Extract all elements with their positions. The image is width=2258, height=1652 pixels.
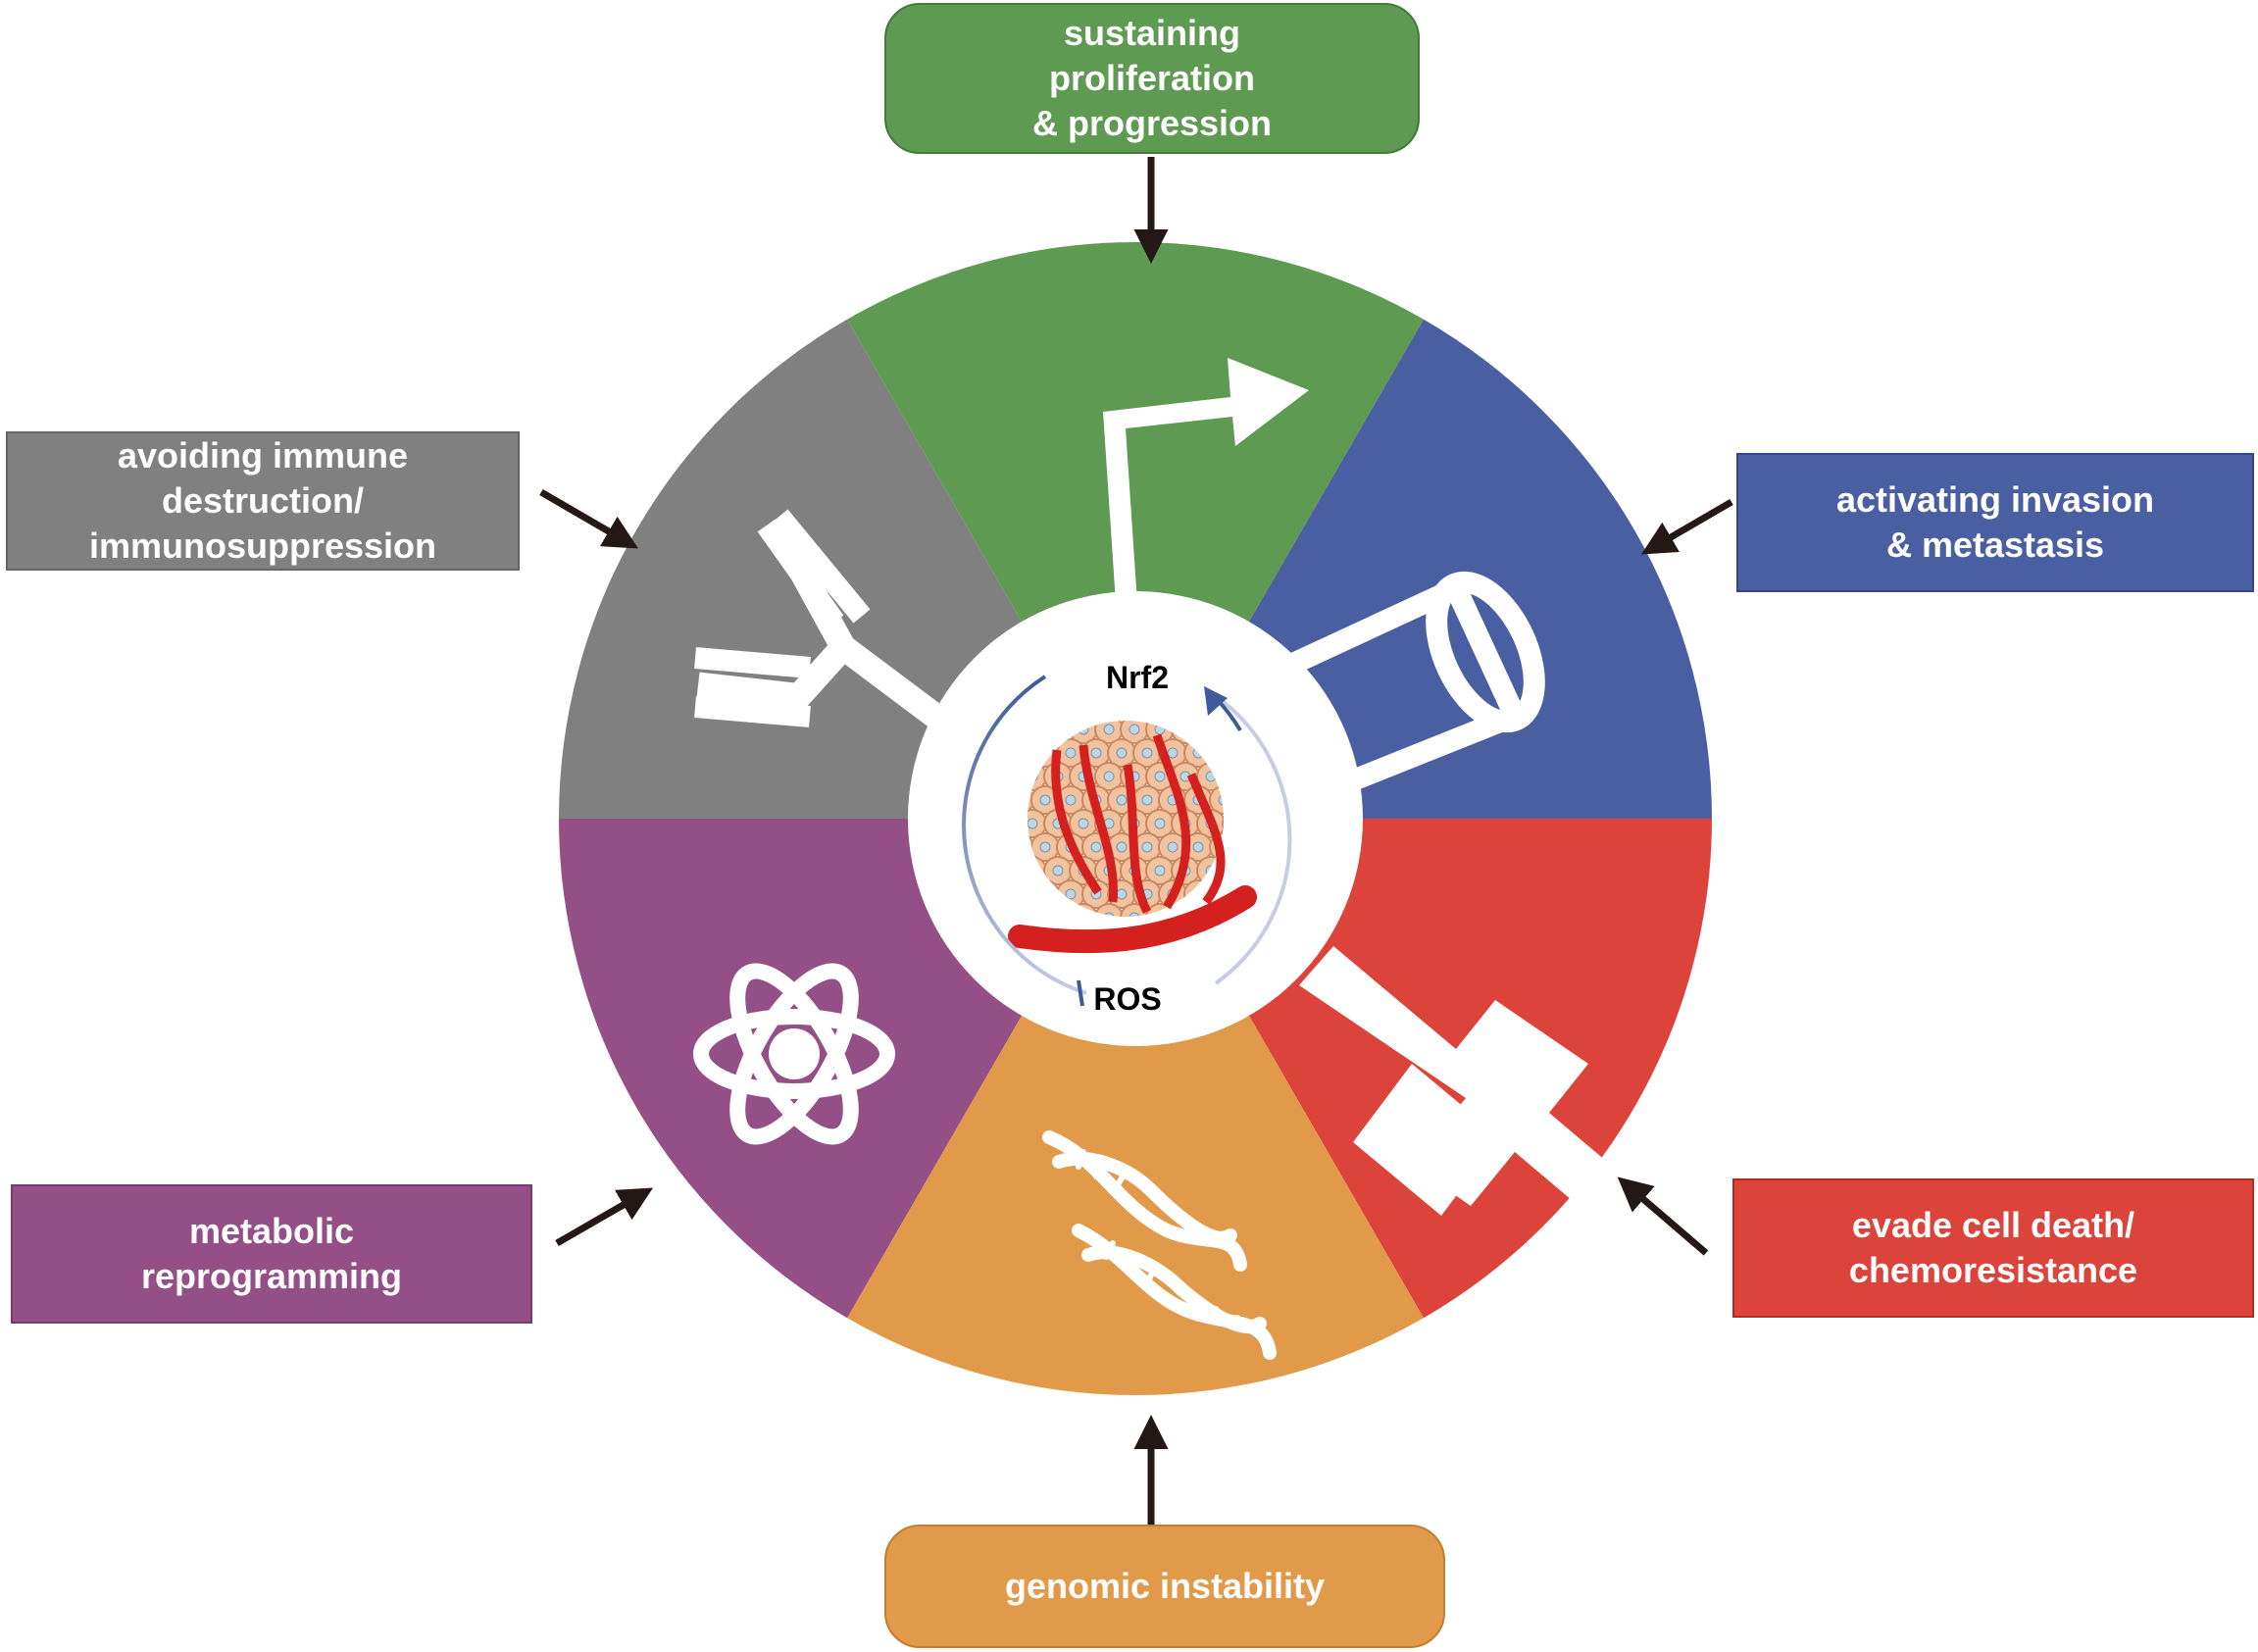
antibody-icon [694, 509, 999, 769]
label-cell-death: evade cell death/ chemoresistance [1732, 1178, 2254, 1318]
cross-icon [1299, 946, 1613, 1216]
tumor-cell-nucleus [1141, 794, 1153, 806]
ros-label: ROS [1093, 981, 1161, 1017]
tumor-cell-nucleus [1116, 747, 1128, 759]
tumor-cell [1209, 785, 1224, 815]
tumor-cell-nucleus [1154, 771, 1166, 782]
tumor-cell-nucleus [1103, 771, 1115, 782]
label-genomic-text: genomic instability [1004, 1566, 1326, 1606]
tumor-cell-nucleus [1116, 794, 1128, 806]
cycle-arrowhead [1204, 686, 1228, 716]
tube-icon [1245, 571, 1545, 805]
label-immune: avoiding immune destruction/ immunosuppr… [6, 431, 520, 571]
sector-genomic [847, 819, 1424, 1395]
tumor-cell-nucleus [1116, 841, 1128, 853]
label-metabolic: metabolic reprogramming [11, 1184, 532, 1324]
label-genomic: genomic instability [884, 1525, 1445, 1648]
tumor-cell-nucleus [1090, 747, 1102, 759]
tumor-cell-nucleus [1078, 818, 1089, 829]
tumor-cell-nucleus [1090, 841, 1102, 853]
arrow-cell-death [1617, 1176, 1709, 1256]
connector-arrows [539, 157, 1733, 1525]
tumor-cell [1094, 903, 1124, 917]
tumor-cell-nucleus [1039, 794, 1051, 806]
tumor-cell-nucleus [1218, 794, 1224, 806]
tumor-cell-nucleus [1065, 794, 1077, 806]
atom-icon [693, 963, 895, 1145]
tumor-cell-nucleus [1167, 747, 1179, 759]
label-metabolic-text: metabolic reprogramming [140, 1211, 403, 1296]
tumor-cell-nucleus [1129, 912, 1140, 917]
tumor-cell-nucleus [1154, 818, 1166, 829]
inhibition-bar [1077, 979, 1084, 1007]
nrf2-ros-cycle: Nrf2 ROS [962, 660, 1292, 1017]
label-proliferation: sustaining proliferation & progression [884, 3, 1420, 154]
label-immune-text: avoiding immune destruction/ immunosuppr… [88, 435, 437, 566]
tumor-cell [1222, 809, 1224, 838]
tumor-cell-nucleus [1141, 841, 1153, 853]
dna-icon [1042, 1130, 1277, 1360]
label-cell-death-text: evade cell death/ chemoresistance [1848, 1205, 2138, 1290]
tumor-cell-nucleus [1052, 865, 1064, 876]
label-invasion-text: activating invasion & metastasis [1835, 479, 2155, 565]
nrf2-label: Nrf2 [1106, 660, 1169, 695]
label-invasion: activating invasion & metastasis [1736, 453, 2254, 592]
tumor-cell-nucleus [1065, 888, 1077, 900]
tumor-cell-nucleus [1116, 888, 1128, 900]
tumor-cell [1120, 903, 1149, 917]
tumor-cell-nucleus [1129, 724, 1140, 735]
arrow-immune [539, 488, 639, 549]
tumor-cell-nucleus [1039, 841, 1051, 853]
tumor-cell-nucleus [1103, 724, 1115, 735]
tumor-cell-nucleus [1028, 818, 1038, 829]
arrow-metabolic [555, 1187, 654, 1247]
tumor-cell-nucleus [1141, 747, 1153, 759]
tumor-cell-nucleus [1154, 865, 1166, 876]
tumor-cell-nucleus [1065, 747, 1077, 759]
tumor-cell-nucleus [1167, 841, 1179, 853]
arrow-invasion [1640, 498, 1733, 555]
label-proliferation-text: sustaining proliferation & progression [1031, 13, 1273, 143]
tumor-cell-nucleus [1192, 841, 1204, 853]
bent-arrow-icon [1103, 358, 1309, 603]
